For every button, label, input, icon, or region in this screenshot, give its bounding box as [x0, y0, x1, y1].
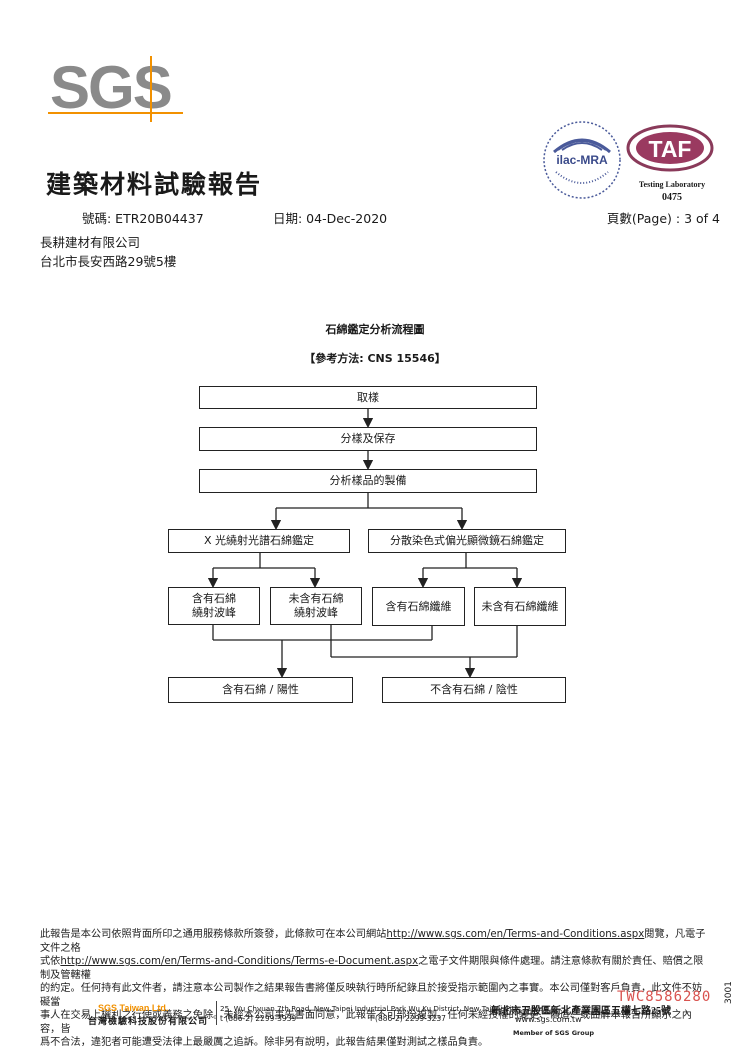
sgs-logo-text: SGS	[50, 54, 173, 121]
xrd-negative-line1: 未含有石綿	[288, 592, 344, 605]
disclaimer-line1: 此報告是本公司依照背面所印之通用服務條款所簽發，此條款可在本公司網站	[40, 929, 387, 940]
plm-positive-box: 含有石綿纖維	[372, 587, 465, 626]
step-preparation: 分析樣品的製備	[199, 469, 537, 493]
client-address: 台北市長安西路29號5樓	[40, 254, 177, 269]
report-number: 號碼: ETR20B04437	[82, 211, 204, 226]
xrd-positive-line1: 含有石綿	[192, 592, 236, 605]
result-negative-label: 不含有石綿 / 陰性	[430, 683, 518, 696]
footer-sgs-taiwan: SGS Taiwan Ltd.	[98, 1003, 169, 1013]
flowchart-method: 【參考方法: CNS 15546】	[304, 352, 446, 365]
ilac-seal-text: ilac-MRA	[556, 153, 608, 167]
branch-xrd: X 光繞射光譜石綿鑑定	[168, 529, 350, 553]
branch-xrd-label: X 光繞射光譜石綿鑑定	[203, 534, 315, 547]
ilac-mra-seal-icon: ilac-MRA	[543, 121, 621, 199]
branch-plm-label: 分散染色式偏光顯微鏡石綿鑑定	[390, 534, 544, 547]
step-preparation-label: 分析樣品的製備	[329, 474, 407, 487]
footer-phone: t (886-2) 2299-3939	[220, 1014, 297, 1023]
terms-e-document-link[interactable]: http://www.sgs.com/en/Terms-and-Conditio…	[60, 956, 419, 967]
plm-negative-label: 未含有石綿纖維	[481, 599, 559, 613]
disclaimer-line1-end: 閱覽，凡電子文件之格	[40, 929, 706, 954]
disclaimer-line3: 的約定。任何持有此文件者，請注意本公司製作之結果報告書將僅反映執行時所紀錄且於接…	[40, 983, 703, 1008]
taf-seal-text: TAF	[648, 136, 691, 162]
plm-negative-box: 未含有石綿纖維	[474, 587, 566, 626]
page-indicator: 頁數(Page) : 3 of 4	[606, 211, 720, 226]
disclaimer-line4: 事人在交易上權利之行使或義務之免除。未經本公司事先書面同意，此報告不可部份複製。…	[40, 1010, 692, 1035]
taf-lab-label: Testing Laboratory	[638, 180, 706, 189]
disclaimer-line2-start: 式依	[40, 956, 61, 967]
report-title: 建築材料試驗報告	[46, 170, 263, 199]
disclaimer-line2-end: 之電子文件期限與條件處理。請注意條款有關於責任、賠償之限制及管轄權	[40, 956, 704, 981]
xrd-positive-line2: 繞射波峰	[192, 606, 236, 619]
footer-website[interactable]: www.sgs.com.tw	[515, 1015, 582, 1024]
side-code: 3001	[724, 981, 734, 1004]
flowchart-title: 石綿鑑定分析流程圖	[325, 323, 425, 336]
serial-number: TWC8586280	[617, 989, 712, 1005]
xrd-positive-box: 含有石綿 繞射波峰	[168, 587, 260, 625]
result-negative: 不含有石綿 / 陰性	[382, 677, 566, 703]
step-sampling: 取樣	[199, 386, 537, 409]
footer-address-en: 25, Wu Chyuan 7th Road, New Taipei Indus…	[220, 1004, 553, 1013]
report-date: 日期: 04-Dec-2020	[273, 211, 388, 226]
result-positive-label: 含有石綿 / 陽性	[222, 683, 299, 696]
plm-positive-label: 含有石綿纖維	[385, 599, 452, 613]
footer-divider	[216, 1001, 217, 1025]
client-block: 長耕建材有限公司 台北市長安西路29號5樓	[40, 233, 176, 271]
step-split-store-label: 分樣及保存	[340, 432, 396, 445]
xrd-negative-box: 未含有石綿 繞射波峰	[270, 587, 362, 625]
disclaimer-line5: 爲不合法，違犯者可能遭受法律上最嚴厲之追訴。除非另有說明，此報告結果僅對測試之樣…	[40, 1037, 489, 1048]
terms-link[interactable]: http://www.sgs.com/en/Terms-and-Conditio…	[386, 929, 645, 940]
taf-lab-number: 0475	[662, 192, 682, 203]
footer-company-name: 台灣檢驗科技股份有限公司	[88, 1016, 209, 1026]
footer-member: Member of SGS Group	[513, 1029, 594, 1037]
taf-seal-icon: TAF	[626, 124, 714, 172]
taf-caption: Testing Laboratory 0475	[628, 178, 716, 204]
step-sampling-label: 取樣	[357, 390, 379, 404]
logo-accent-bar	[150, 56, 152, 122]
xrd-negative-line2: 繞射波峰	[294, 606, 338, 619]
disclaimer: 此報告是本公司依照背面所印之通用服務條款所簽發，此條款可在本公司網站http:/…	[40, 928, 710, 1050]
step-split-store: 分樣及保存	[199, 427, 537, 451]
branch-plm: 分散染色式偏光顯微鏡石綿鑑定	[368, 529, 566, 553]
result-positive: 含有石綿 / 陽性	[168, 677, 353, 703]
footer-fax: f (886-2) 2299-3237	[370, 1014, 446, 1023]
client-name: 長耕建材有限公司	[40, 235, 141, 250]
footer-address-cn: 新北市五股區新北產業園區五權七路25號	[491, 1006, 671, 1017]
logo-accent-line	[48, 112, 183, 114]
